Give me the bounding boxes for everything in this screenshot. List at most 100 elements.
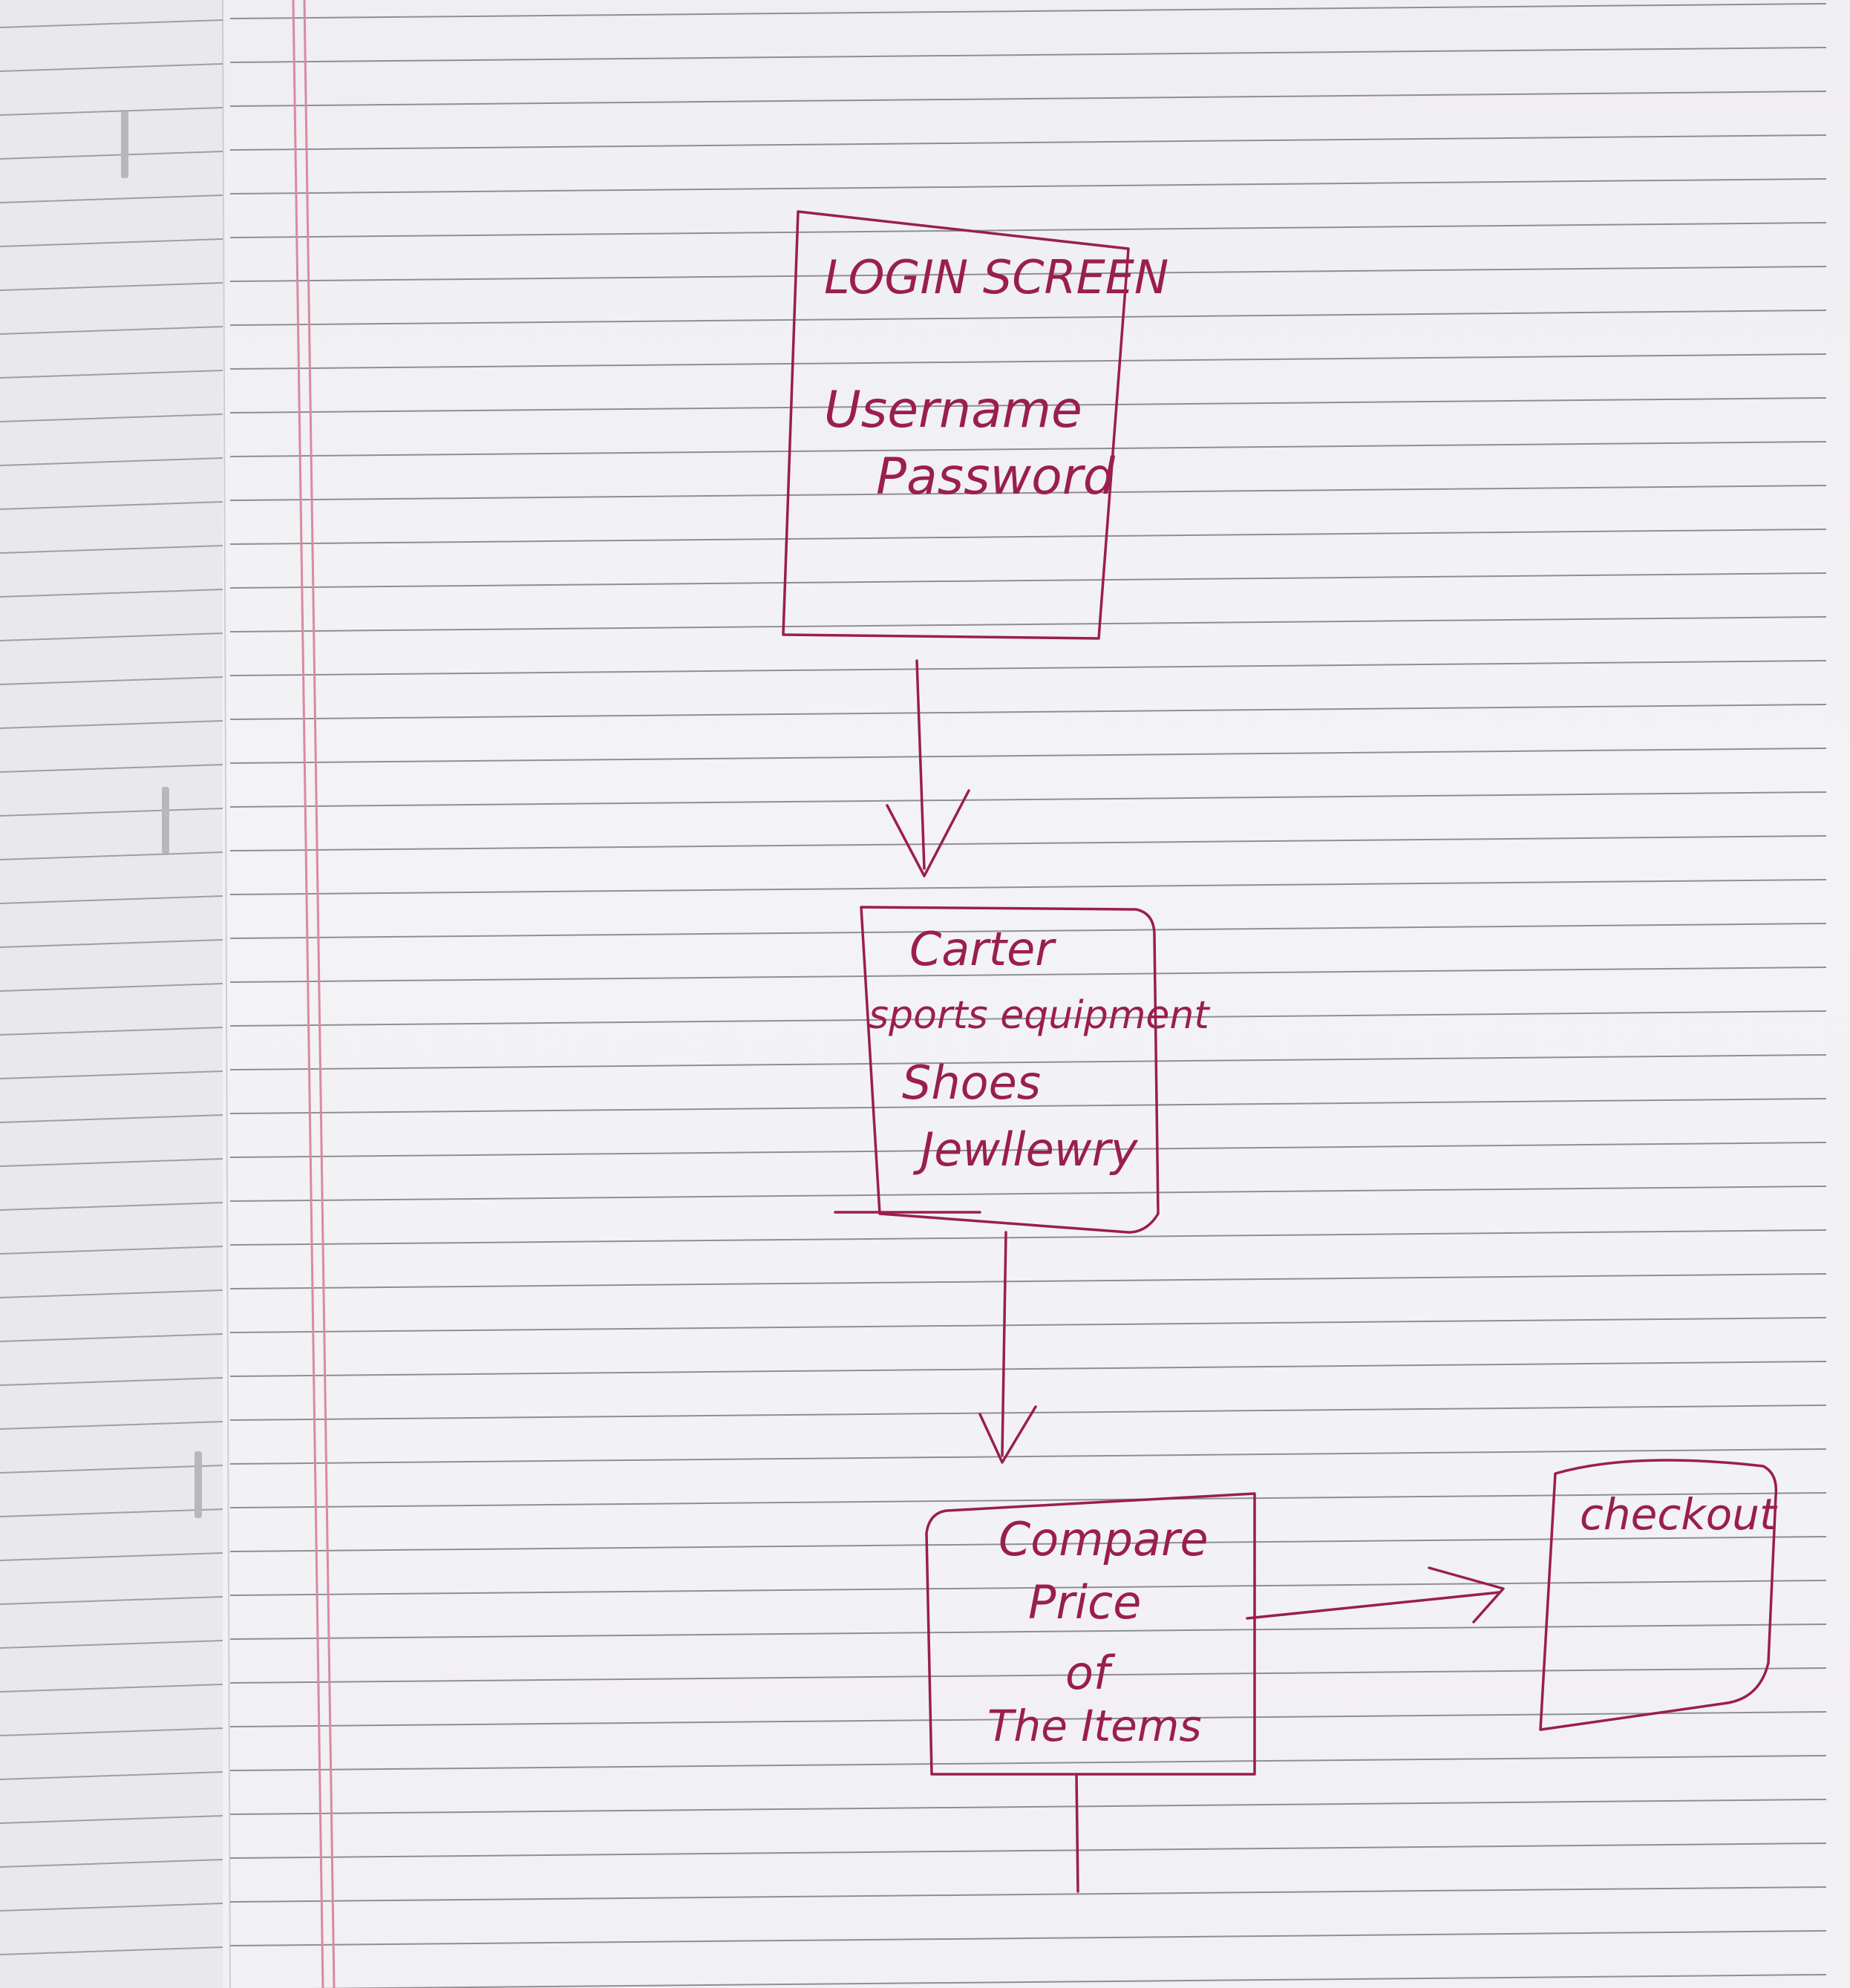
ruled-line-left-page <box>0 676 223 685</box>
ruled-line-left-page <box>0 1114 223 1123</box>
ruled-line-left-page <box>0 1596 223 1605</box>
ruled-line <box>229 748 1827 764</box>
arrow-2-shaft <box>1001 1231 1007 1456</box>
ruled-line <box>229 1799 1827 1815</box>
ruled-line <box>229 1580 1827 1596</box>
checkout-box-title: checkout <box>1580 1489 1778 1540</box>
staple-bottom <box>195 1451 202 1518</box>
arrow-2-head <box>978 1405 1037 1464</box>
category-sports-equipment: sports equipment <box>869 993 1210 1038</box>
margin-line-left <box>292 0 324 1988</box>
ruled-line-left-page <box>0 282 223 291</box>
ruled-line-left-page <box>0 19 223 28</box>
ruled-line-left-page <box>0 895 223 904</box>
margin-line-right <box>303 0 336 1988</box>
ruled-line <box>229 1492 1827 1508</box>
ruled-line <box>229 485 1827 501</box>
ruled-line <box>229 1667 1827 1684</box>
ruled-line-left-page <box>0 1771 223 1780</box>
ruled-line <box>229 660 1827 676</box>
ruled-line-left-page <box>0 632 223 641</box>
ruled-line <box>229 1229 1827 1246</box>
ruled-line <box>229 791 1827 808</box>
ruled-line <box>229 572 1827 589</box>
compare-line-3: of <box>1065 1646 1116 1700</box>
arrow-1-shaft <box>915 659 926 870</box>
ruled-line-left-page <box>0 1640 223 1649</box>
ruled-line-left-page <box>0 107 223 116</box>
ruled-line <box>229 1886 1827 1903</box>
ruled-line-left-page <box>0 151 223 160</box>
ruled-line <box>229 134 1827 151</box>
ruled-line <box>229 353 1827 370</box>
ruled-line <box>229 879 1827 895</box>
category-jewllewry: Jewllewry <box>912 1122 1139 1177</box>
ruled-line-left-page <box>0 1508 223 1517</box>
ruled-line-left-page <box>0 1377 223 1386</box>
ruled-line <box>229 835 1827 851</box>
ruled-line <box>229 1186 1827 1202</box>
ruled-line-left-page <box>0 370 223 379</box>
ruled-line <box>229 1843 1827 1859</box>
login-box-outline <box>782 210 1130 640</box>
ruled-line-left-page <box>0 589 223 598</box>
ruled-line <box>229 616 1827 632</box>
arrow-3-shaft <box>1246 1591 1501 1620</box>
ruled-line-left-page <box>0 545 223 554</box>
ruled-line <box>229 1361 1827 1377</box>
login-box-username: Username <box>824 381 1082 439</box>
page-fold <box>222 0 231 1988</box>
left-page-edge <box>0 0 223 1988</box>
ruled-line-left-page <box>0 851 223 860</box>
staple-middle <box>162 787 169 854</box>
category-carter: Carter <box>909 922 1056 976</box>
ruled-line <box>229 1142 1827 1158</box>
login-box-title: LOGIN SCREEN <box>824 250 1168 304</box>
ruled-line <box>229 1755 1827 1771</box>
ruled-line <box>229 47 1827 63</box>
ruled-line-left-page <box>0 194 223 203</box>
ruled-line-left-page <box>0 457 223 466</box>
ruled-line <box>229 923 1827 939</box>
ruled-line <box>229 1624 1827 1640</box>
ruled-line-left-page <box>0 808 223 817</box>
ruled-line-left-page <box>0 1202 223 1211</box>
ruled-line <box>229 967 1827 983</box>
ruled-line-left-page <box>0 413 223 422</box>
ruled-line-left-page <box>0 63 223 72</box>
ruled-line-left-page <box>0 764 223 773</box>
ruled-line-left-page <box>0 1859 223 1868</box>
ruled-line-left-page <box>0 983 223 992</box>
staple-top <box>121 111 128 178</box>
arrow-3-head <box>1428 1566 1505 1624</box>
ruled-line <box>229 1273 1827 1289</box>
category-box: Carter sports equipment Shoes Jewllewry <box>834 906 1210 1234</box>
ruled-line-left-page <box>0 1027 223 1036</box>
arrow-categories-to-compare <box>978 1231 1037 1464</box>
arrow-compare-to-checkout <box>1246 1566 1505 1624</box>
ruled-line <box>229 1711 1827 1727</box>
ruled-line <box>229 1054 1827 1070</box>
ruled-line <box>229 178 1827 194</box>
ruled-line-left-page <box>0 1070 223 1079</box>
ruled-line <box>229 1405 1827 1421</box>
ruled-line-left-page <box>0 1158 223 1167</box>
ruled-line <box>229 3 1827 19</box>
ruled-line <box>229 529 1827 545</box>
ruled-line <box>229 222 1827 238</box>
checkout-box-outline <box>1539 1459 1778 1731</box>
ruled-lines <box>0 3 1827 1988</box>
ruled-line-left-page <box>0 1465 223 1474</box>
login-box-password: Password <box>876 448 1116 506</box>
checkout-box: checkout <box>1539 1459 1778 1731</box>
compare-box-tail <box>1075 1773 1079 1893</box>
ruled-line-left-page <box>0 238 223 247</box>
ruled-line-left-page <box>0 1552 223 1561</box>
ruled-line-left-page <box>0 1727 223 1736</box>
ruled-line <box>229 1448 1827 1465</box>
compare-line-1: Compare <box>998 1512 1209 1566</box>
ruled-line-left-page <box>0 326 223 335</box>
ruled-line-left-page <box>0 1333 223 1342</box>
